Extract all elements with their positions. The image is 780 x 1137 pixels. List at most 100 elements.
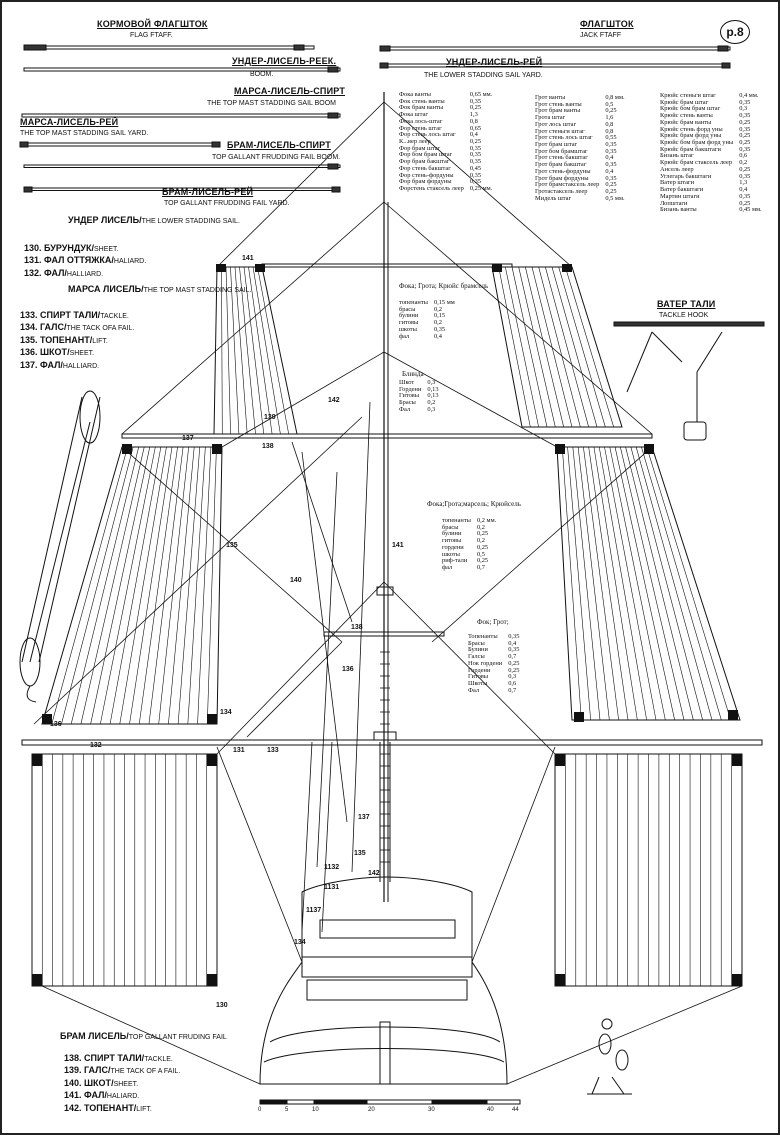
- scale-bar: [259, 1099, 521, 1105]
- sail-panel-line: [558, 266, 606, 428]
- rigging-name: Грот брам штаг: [535, 141, 578, 149]
- rigging-size: 0,35: [605, 161, 617, 169]
- rigging-name: Фал: [468, 686, 480, 694]
- rigging-size: 0,35: [469, 144, 482, 152]
- rigging-size: 0,25: [476, 530, 489, 538]
- sail-corner-patch: [212, 444, 222, 454]
- rigging-name: Гитовы: [399, 392, 420, 400]
- rigging-size: 0,2: [476, 537, 485, 545]
- sail-panel-lines: [41, 266, 732, 986]
- scale-tick: 5: [285, 1107, 289, 1113]
- rigging-size: 0,35: [739, 145, 751, 153]
- tg-yard-title-en: TOP GALLANT FRUDDING FAIL YARD.: [164, 200, 290, 207]
- sail-panel-line: [243, 266, 265, 435]
- rigging-name: Грота штаг: [535, 114, 566, 122]
- sail-panel-line: [531, 266, 573, 428]
- sail-corner-patch: [728, 710, 738, 720]
- rigging-size: 0,3: [508, 673, 517, 681]
- sail-panel-line: [565, 266, 614, 428]
- lower-yard-title-en: THE LOWER STADDING SAIL YARD.: [424, 72, 543, 79]
- sail-panel-line: [239, 266, 256, 435]
- rigging-row: Шкоты 0,6: [468, 680, 519, 688]
- rigging-size: 0,25: [469, 104, 482, 112]
- sail-corner-patch: [555, 444, 565, 454]
- rigging-name: Крюйс брам форд уны: [660, 132, 722, 140]
- rigging-size: 0,35: [739, 112, 751, 120]
- rigging-name: Фока ванты: [399, 91, 431, 98]
- rigging-size: 0,5: [605, 100, 614, 108]
- rigging-size: 0,25: [739, 118, 751, 126]
- tg-yard-spar: [23, 186, 341, 193]
- rigging-size: 0,6: [508, 680, 517, 688]
- sail-corner-patch: [216, 264, 226, 272]
- tg-yard-title-ru: БРАМ-ЛИСЕЛЬ-РЕЙ: [162, 187, 254, 197]
- topmast-sail-left: [41, 446, 223, 725]
- rigging-name: Гротастакcель леер: [535, 188, 588, 196]
- sail-panel-line: [248, 266, 273, 435]
- top-mast-boom-title-en: THE TOP MAST STADDING SAIL BOOM: [207, 100, 337, 107]
- legend-lower-title-en: THE LOWER STADDING SAIL.: [141, 218, 240, 225]
- rigging-name: Фор брам фордуны: [399, 178, 452, 186]
- rigging-name: гитовы: [399, 319, 419, 327]
- rigging-name: Мидель штаг: [535, 194, 572, 202]
- rigging-size: 1,6: [605, 114, 614, 122]
- rigging-size: 0,4: [508, 639, 517, 647]
- sail-panel-line: [505, 266, 539, 428]
- rigging-name: Фал: [399, 405, 411, 413]
- rigging-name: Грот стень ванты: [535, 100, 582, 108]
- rigging-name: Крюйс брам стаксель леер: [660, 159, 733, 167]
- flag-staff-title-en: FLAG FTAFF.: [130, 32, 173, 39]
- sail-panel-line: [561, 446, 582, 721]
- scale-tick: 0: [258, 1107, 262, 1113]
- rigging-size: 0,25: [508, 659, 520, 667]
- rigging-name: Топенанты: [468, 633, 498, 640]
- legend-tg-items: 138. СПИРТ ТАЛИ/TACKLE. 139. ГАЛС/THE TA…: [64, 1052, 180, 1114]
- rigging-size: 0,35: [739, 172, 751, 180]
- rigging-lines: [33, 101, 743, 1085]
- rigging-size: 0,5: [476, 550, 485, 558]
- topgallant-yard: [261, 263, 513, 268]
- sail-panel-line: [630, 446, 703, 721]
- page-number: p.8: [720, 20, 750, 44]
- sail-panel-line: [620, 446, 685, 721]
- callout-number: 134: [294, 939, 306, 946]
- scale-tick: 20: [368, 1107, 375, 1113]
- sail-panel-line: [177, 446, 201, 725]
- rigging-size: 0,4 мм.: [739, 92, 759, 99]
- rigging-size: 0,25: [605, 181, 617, 189]
- ship-hull: [259, 876, 508, 1085]
- boom-title-ru: УНДЕР-ЛИСЕЛЬ-РЕЕК.: [232, 56, 337, 66]
- rigging-size: 0,13: [427, 392, 439, 400]
- rigging-name: Фор стень штаг: [399, 124, 442, 132]
- rigging-name: Шкоты: [468, 680, 488, 688]
- jack-staff-spar: [379, 45, 731, 52]
- sail-panel-line: [230, 266, 240, 435]
- legend-lower-sail: УНДЕР ЛИСЕЛЬ/THE LOWER STADDING SAIL.: [68, 215, 240, 225]
- rigging-name: Грот стень бакштаг: [535, 154, 588, 162]
- top-mast-boom-spar: [21, 112, 341, 119]
- sail-panel-line: [148, 446, 184, 725]
- callout-number: 130: [216, 1002, 228, 1009]
- legend-tg-title-ru: БРАМ ЛИСЕЛЬ: [60, 1031, 127, 1041]
- rigging-name: Грот брам бакштаг: [535, 161, 587, 169]
